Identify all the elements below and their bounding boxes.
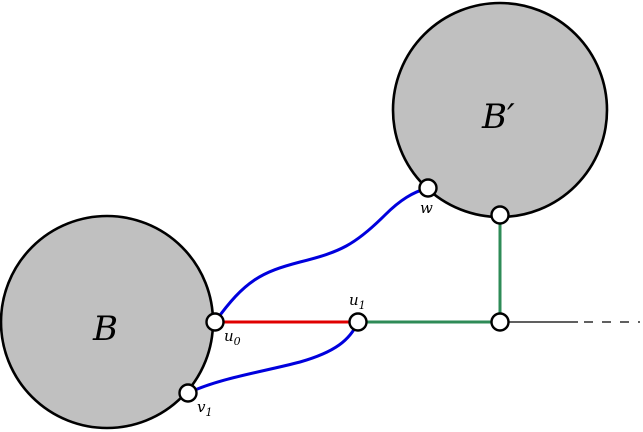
label-u1-sub: 1 <box>359 299 366 312</box>
edge-v1-u1 <box>187 321 360 395</box>
label-blob-b-prime: B′ <box>481 97 515 137</box>
label-v1-sub: 1 <box>205 406 212 419</box>
node-w <box>418 178 438 198</box>
label-u0: u0 <box>224 327 241 348</box>
label-w: w <box>420 199 433 217</box>
label-u0-base: u <box>224 327 234 345</box>
node-v1 <box>178 383 198 403</box>
label-v1: v1 <box>197 398 212 419</box>
label-u0-sub: 0 <box>234 335 241 348</box>
node-u0 <box>205 312 225 332</box>
node-bprime-port <box>490 205 510 225</box>
label-u1: u1 <box>349 291 366 312</box>
edge-u0-w <box>213 186 429 323</box>
node-junction <box>490 312 510 332</box>
node-u1 <box>348 312 368 332</box>
label-u1-base: u <box>349 291 359 309</box>
label-v1-base: v <box>197 398 206 416</box>
label-blob-b: B <box>92 309 118 349</box>
